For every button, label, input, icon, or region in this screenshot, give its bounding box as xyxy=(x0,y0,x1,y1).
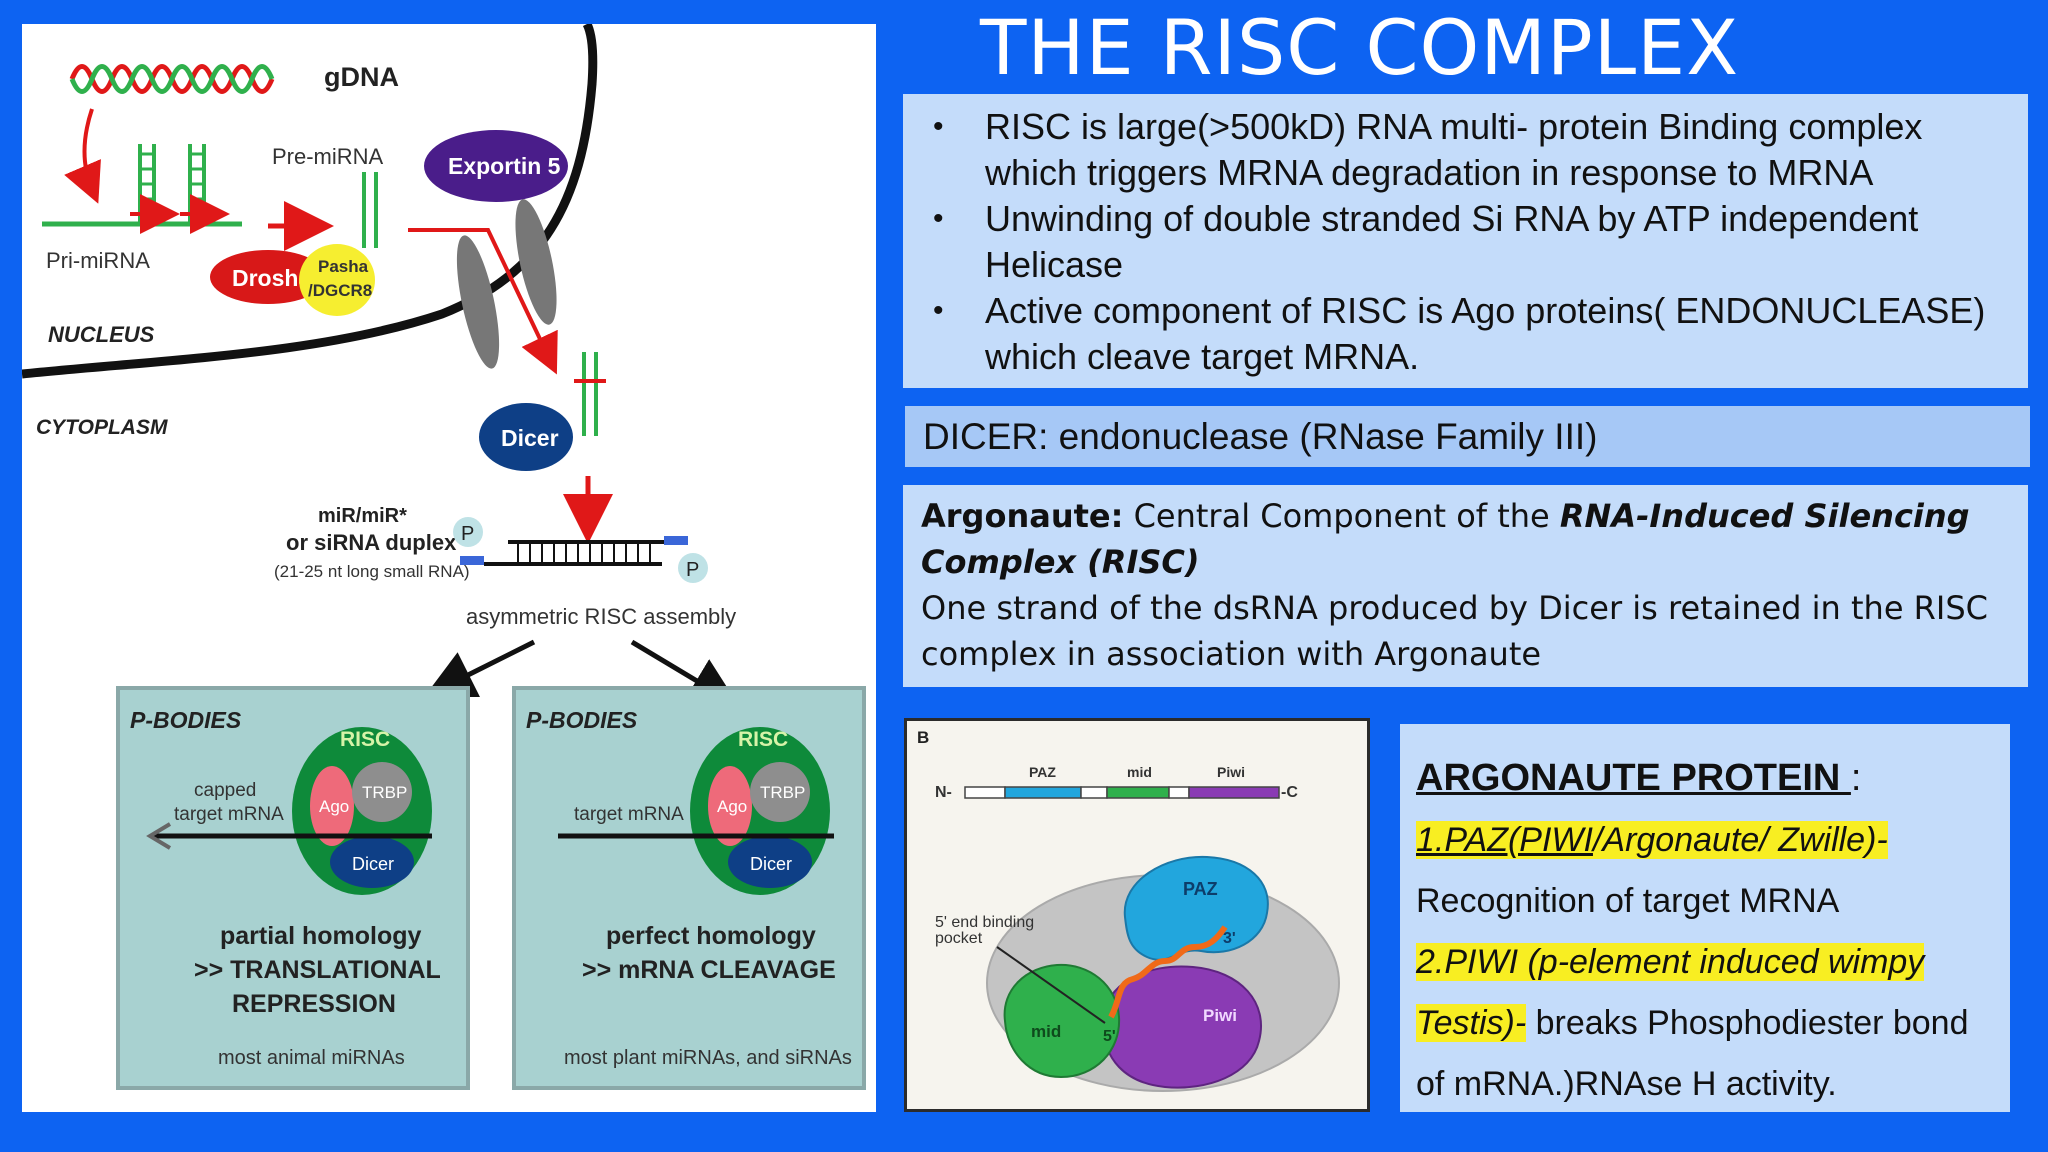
svg-text:asymmetric RISC assembly: asymmetric RISC assembly xyxy=(466,604,736,629)
paz-function: Recognition of target MRNA xyxy=(1416,882,1840,920)
nuclear-pore xyxy=(456,235,500,369)
svg-text:or siRNA duplex: or siRNA duplex xyxy=(286,530,457,555)
svg-text:Ago: Ago xyxy=(717,797,747,816)
svg-text:>> mRNA CLEAVAGE: >> mRNA CLEAVAGE xyxy=(582,956,836,984)
sirna-duplex: P P xyxy=(453,517,708,583)
svg-text:mid: mid xyxy=(1127,764,1152,780)
risc-bullet: Unwinding of double stranded Si RNA by A… xyxy=(921,196,2010,288)
cytoplasm-label: CYTOPLASM xyxy=(36,416,168,439)
argonaute-structure-figure: B N- -C PAZ mid Piwi PAZ 3' Piwi mid 5' … xyxy=(904,718,1370,1112)
drosha-enzyme xyxy=(210,250,326,304)
svg-text:most plant miRNAs, and siRNAs: most plant miRNAs, and siRNAs xyxy=(564,1047,852,1069)
dicer-enzyme xyxy=(479,403,573,471)
p-body-panel-right: P-BODIES RISC Ago TRBP Dicer target mRNA… xyxy=(512,686,866,1090)
exportin-5 xyxy=(424,130,568,202)
svg-text:RISC: RISC xyxy=(738,728,788,751)
svg-text:TRBP: TRBP xyxy=(760,783,805,802)
guide-rna xyxy=(1108,925,1228,1019)
risc-bullet-list: RISC is large(>500kD) RNA multi- protein… xyxy=(921,104,2010,380)
svg-text:3': 3' xyxy=(1223,930,1236,947)
svg-text:>> TRANSLATIONAL: >> TRANSLATIONAL xyxy=(194,956,441,984)
svg-text:target mRNA: target mRNA xyxy=(574,804,684,825)
piwi-function: Testis)- breaks Phosphodiester bond xyxy=(1416,1004,1969,1042)
svg-text:Exportin 5: Exportin 5 xyxy=(448,153,561,179)
svg-text:-C: -C xyxy=(1281,784,1298,801)
piwi-function-cont: of mRNA.)RNAse H activity. xyxy=(1416,1065,1837,1103)
argonaute-strand-text: One strand of the dsRNA produced by Dice… xyxy=(921,589,1988,673)
svg-text:mid: mid xyxy=(1031,1022,1061,1041)
paz-domain xyxy=(1123,855,1269,961)
svg-text:Piwi: Piwi xyxy=(1203,1006,1237,1025)
svg-text:REPRESSION: REPRESSION xyxy=(232,990,396,1018)
svg-text:miR/miR*: miR/miR* xyxy=(318,505,407,527)
pre-mirna-label: Pre-miRNA xyxy=(272,144,384,169)
svg-text:P-BODIES: P-BODIES xyxy=(526,707,638,733)
svg-text:P-BODIES: P-BODIES xyxy=(130,707,242,733)
pasha-dgcr8 xyxy=(299,244,375,316)
argonaute-box: Argonaute: Central Component of the RNA-… xyxy=(903,485,2028,687)
svg-text:(21-25 nt long small RNA): (21-25 nt long small RNA) xyxy=(274,562,470,581)
svg-text:RISC: RISC xyxy=(340,728,390,751)
slide-title: THE RISC COMPLEX xyxy=(980,3,1740,92)
nucleus-label: NUCLEUS xyxy=(48,322,155,347)
argonaute-protein-heading: ARGONAUTE PROTEIN : xyxy=(1416,757,1862,799)
svg-text:PAZ: PAZ xyxy=(1183,879,1218,899)
domain-bar xyxy=(964,786,1280,799)
gdna-label: gDNA xyxy=(324,62,399,92)
risc-bullet: Active component of RISC is Ago proteins… xyxy=(921,288,2010,380)
svg-text:capped: capped xyxy=(194,780,256,801)
argonaute-protein-box: ARGONAUTE PROTEIN : 1.PAZ(PIWI/Argonaute… xyxy=(1400,724,2010,1112)
svg-text:/DGCR8: /DGCR8 xyxy=(308,281,372,300)
risc-description-box: RISC is large(>500kD) RNA multi- protein… xyxy=(903,94,2028,388)
svg-text:P: P xyxy=(461,523,474,545)
dicer-box: DICER: endonuclease (RNase Family III) xyxy=(905,406,2030,467)
paz-domain-item: 1.PAZ(PIWI/Argonaute/ Zwille)- xyxy=(1416,821,1888,859)
argonaute-definition: Argonaute: Central Component of the RNA-… xyxy=(921,497,1970,581)
drosha-label: Drosha xyxy=(232,265,311,291)
svg-text:Pasha: Pasha xyxy=(318,257,369,276)
svg-text:target mRNA: target mRNA xyxy=(174,804,284,825)
svg-text:5': 5' xyxy=(1103,1028,1116,1045)
svg-text:Dicer: Dicer xyxy=(501,425,559,451)
panel-label: B xyxy=(917,728,929,747)
svg-text:pocket: pocket xyxy=(935,930,983,947)
svg-text:Dicer: Dicer xyxy=(352,854,394,874)
gdna-helix xyxy=(69,64,275,94)
svg-text:5' end binding: 5' end binding xyxy=(935,914,1034,931)
svg-text:most animal miRNAs: most animal miRNAs xyxy=(218,1047,405,1069)
mirna-pathway-figure: gDNA Pri-miRNA Pre-miRNA Drosha Pasha /D… xyxy=(22,24,876,1112)
p-body-panel-left: P-BODIES RISC Ago TRBP Dicer capped targ… xyxy=(116,686,470,1090)
svg-text:Ago: Ago xyxy=(319,797,349,816)
svg-text:P: P xyxy=(686,559,699,581)
pri-mirna-label: Pri-miRNA xyxy=(46,248,150,273)
svg-text:TRBP: TRBP xyxy=(362,783,407,802)
piwi-domain-item: 2.PIWI (p-element induced wimpy xyxy=(1416,943,1925,981)
svg-text:N-: N- xyxy=(935,784,952,801)
risc-bullet: RISC is large(>500kD) RNA multi- protein… xyxy=(921,104,2010,196)
svg-text:Dicer: Dicer xyxy=(750,854,792,874)
svg-text:PAZ: PAZ xyxy=(1029,764,1056,780)
svg-text:perfect homology: perfect homology xyxy=(606,922,816,950)
svg-text:partial homology: partial homology xyxy=(220,922,422,950)
svg-text:Piwi: Piwi xyxy=(1217,764,1245,780)
